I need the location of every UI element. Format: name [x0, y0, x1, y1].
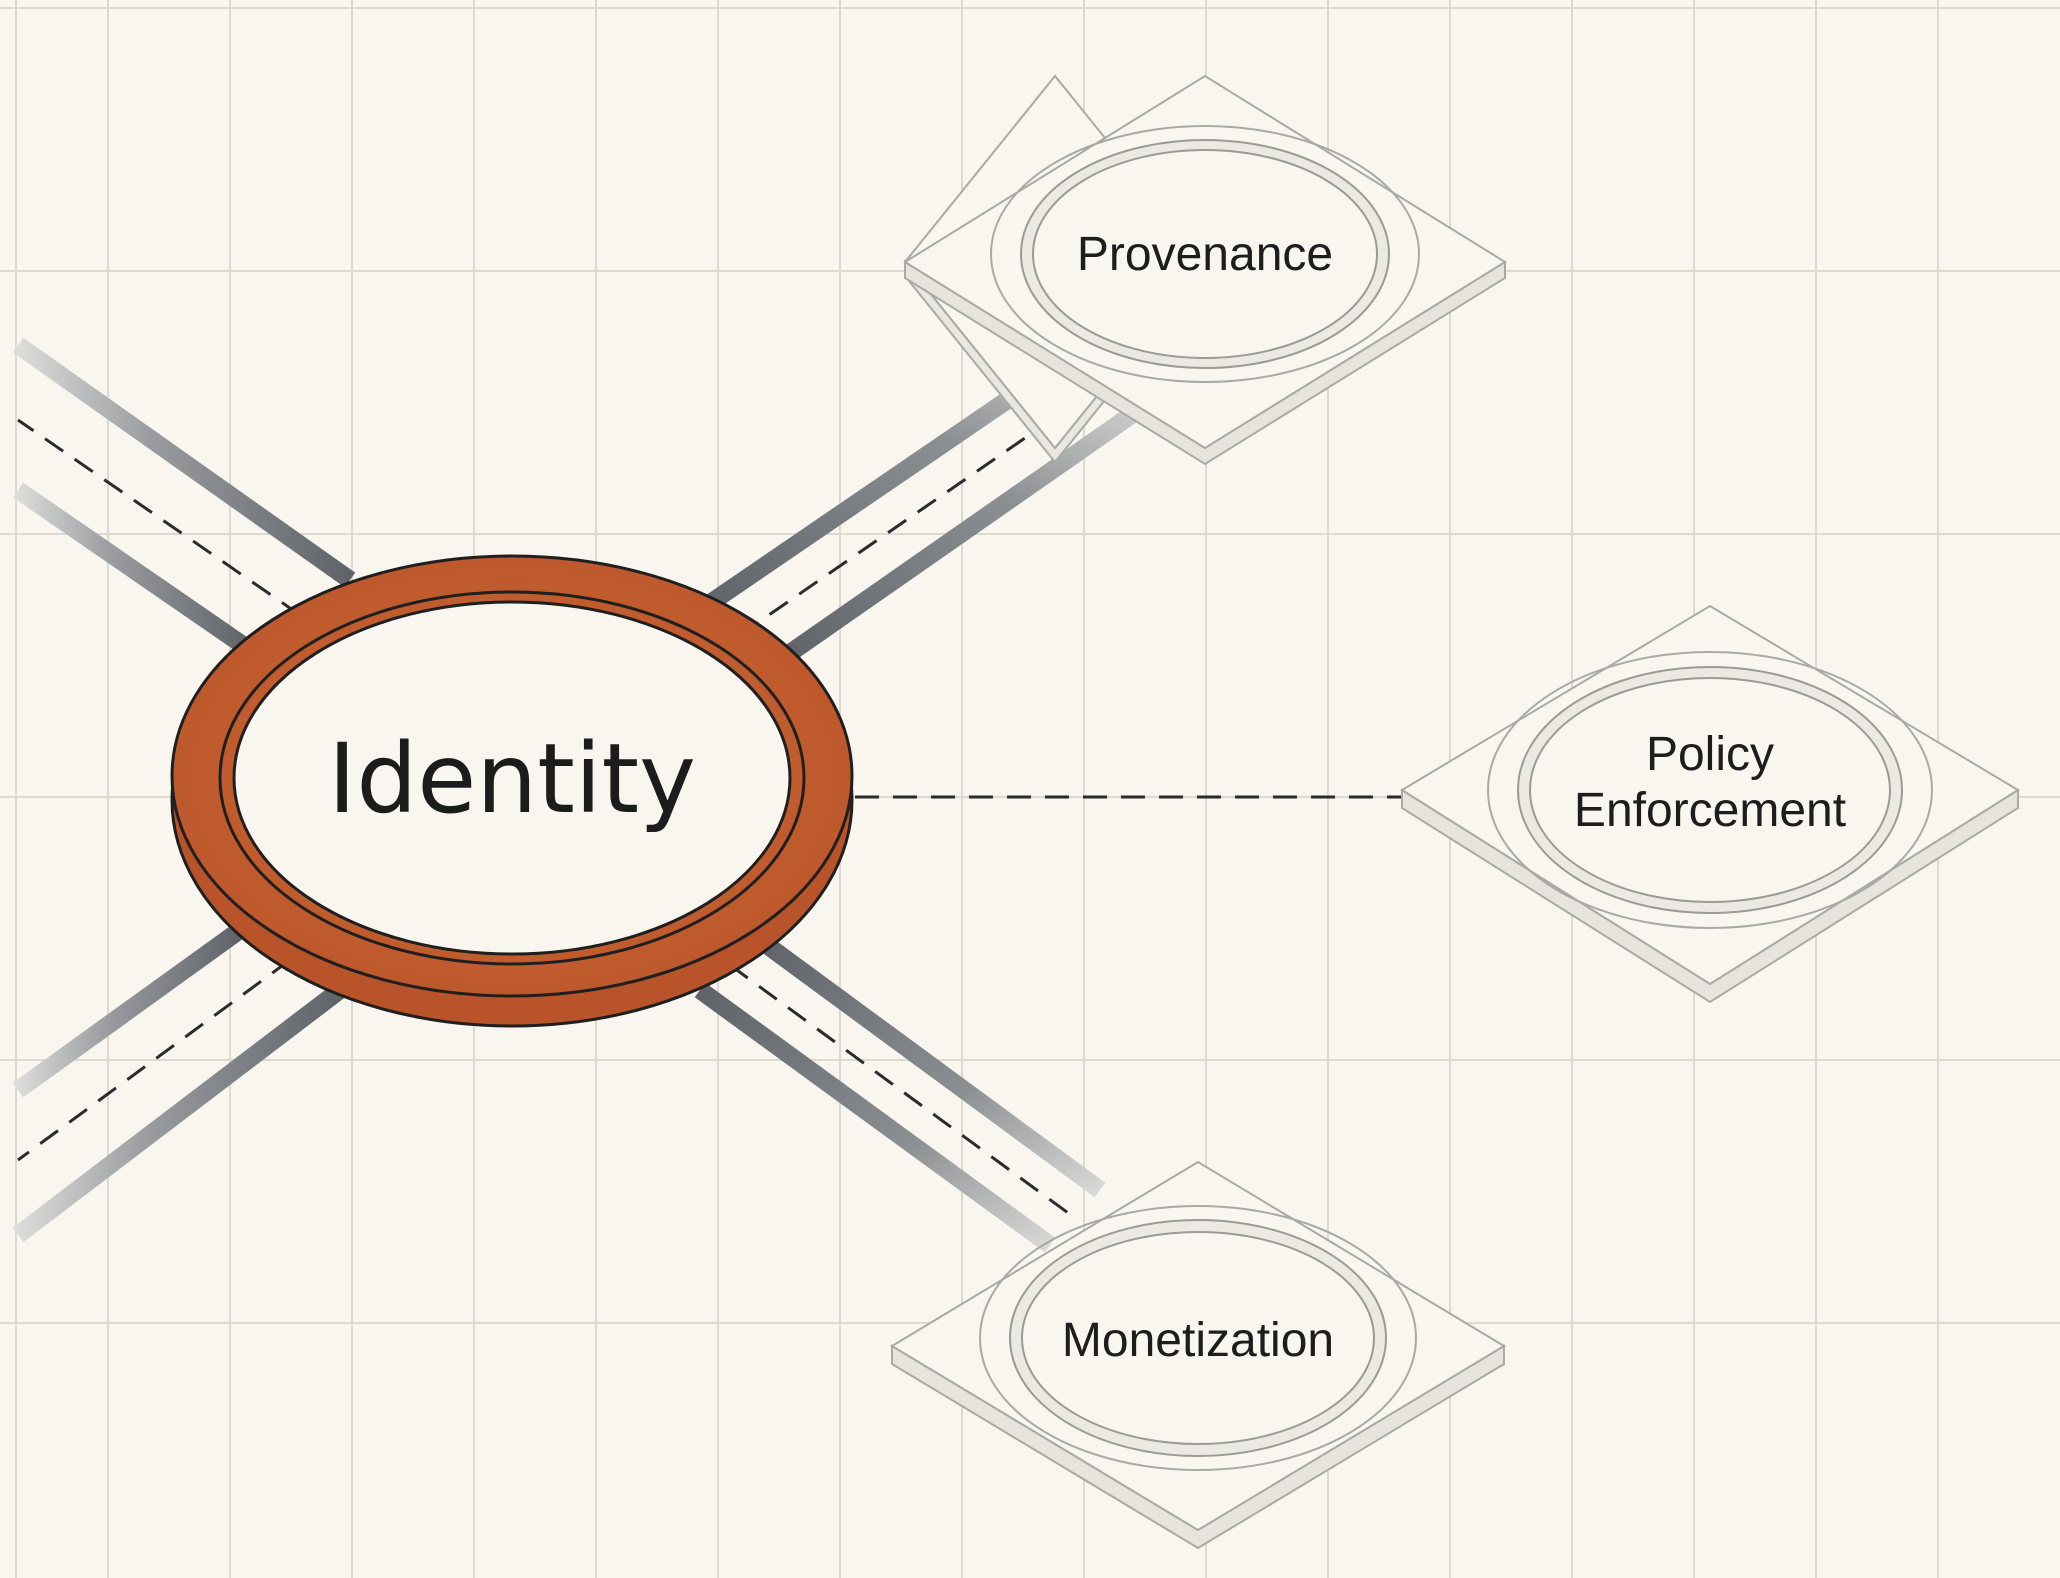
- policy-ellipse-outer: [1487, 651, 1933, 929]
- node-provenance-shape[interactable]: Provenance: [903, 74, 1507, 466]
- hub-face: [232, 600, 792, 956]
- provenance-label: Provenance: [1077, 228, 1333, 281]
- node-monetization-shape[interactable]: Monetization: [890, 1160, 1506, 1550]
- monetization-ellipse-outer: [979, 1205, 1417, 1471]
- hub-identity[interactable]: Identity: [170, 554, 854, 1028]
- provenance-ellipse-outer: [990, 125, 1420, 383]
- hub-inner-rim: [218, 590, 806, 966]
- policy-label-line1: Policy: [1646, 728, 1774, 781]
- policy-ellipse-inner: [1529, 677, 1891, 903]
- provenance-ellipse-inner: [1032, 149, 1378, 359]
- connector-identity-monetization: [694, 932, 1106, 1253]
- connector-offscreen-lower-left: [12, 922, 346, 1243]
- nodes: Provenance Policy Enforcement Monetizati…: [890, 74, 2020, 1550]
- connector-identity-policy: [850, 744, 1480, 850]
- policy-label-line2: Enforcement: [1574, 784, 1846, 837]
- hub-label: Identity: [328, 723, 696, 835]
- connector-offscreen-upper-left: [12, 337, 356, 658]
- monetization-ellipse-inner: [1021, 1231, 1375, 1445]
- monetization-label: Monetization: [1062, 1314, 1334, 1367]
- node-policy-enforcement-shape[interactable]: Policy Enforcement: [1400, 604, 2020, 1004]
